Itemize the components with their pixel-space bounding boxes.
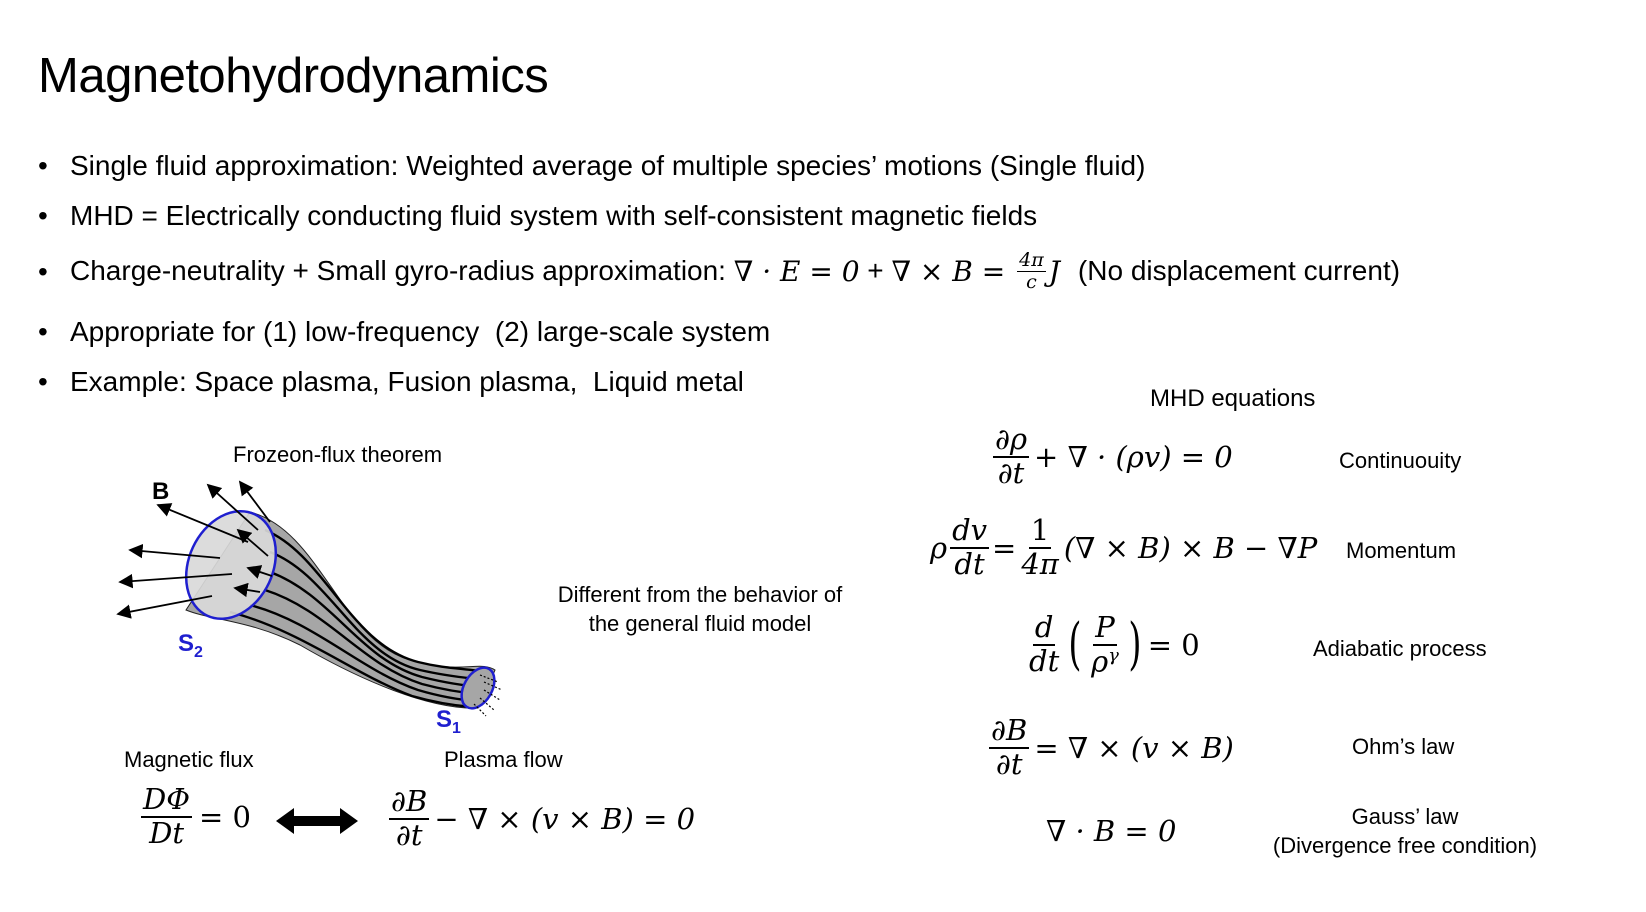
gamma-exponent: γ xyxy=(1108,644,1119,666)
fraction-denominator: dt xyxy=(1029,644,1060,679)
bullet-dot: • xyxy=(38,150,48,181)
field-derivative-fraction: ∂B ∂t xyxy=(989,713,1030,781)
velocity-derivative-fraction: dv dt xyxy=(950,513,990,581)
fraction-denominator: c xyxy=(1026,270,1037,293)
plasma-flow-label: Plasma flow xyxy=(444,747,563,772)
surface-s2-label: S2 xyxy=(178,630,203,662)
bullet-text: Example: Space plasma, Fusion plasma, Li… xyxy=(70,366,744,397)
slide-title: Magnetohydrodynamics xyxy=(38,49,549,103)
fraction-denominator: ∂t xyxy=(395,817,423,852)
bullet-dot: • xyxy=(38,366,48,397)
fraction-denominator: Dt xyxy=(149,815,184,850)
surface-s2-ellipse xyxy=(184,509,278,621)
fraction-numerator: P xyxy=(1093,610,1117,646)
momentum-label: Momentum xyxy=(1346,538,1457,563)
equation-rhs: ∇ · B = 0 xyxy=(1046,814,1177,848)
gauss-law-name: Gauss’ law xyxy=(1351,804,1459,829)
plus-sign: + xyxy=(859,255,892,287)
field-lines xyxy=(229,528,489,709)
bullet-text: MHD = Electrically conducting fluid syst… xyxy=(70,200,1038,231)
figure-caption: Frozeon-flux theorem xyxy=(233,442,443,467)
fraction-numerator: ∂B xyxy=(389,784,430,820)
left-parenthesis: ( xyxy=(1068,612,1082,678)
flux-derivative-fraction: DΦ Dt xyxy=(141,782,193,850)
equals-sign: = xyxy=(992,530,1017,565)
bullet-dot: • xyxy=(38,256,48,287)
fraction-denominator: dt xyxy=(954,546,985,581)
current-symbol: J xyxy=(1048,254,1060,288)
s1-subscript: 1 xyxy=(452,719,461,737)
momentum-equation: ρ dv dt = 1 4π (∇ × B) × B − ∇P xyxy=(930,513,1318,581)
fraction-denominator: ∂t xyxy=(997,455,1025,490)
surface-s1-ellipse xyxy=(460,666,496,710)
bullet-text: Appropriate for (1) low-frequency (2) la… xyxy=(70,316,771,347)
pressure-density-fraction: P ργ xyxy=(1089,610,1121,679)
s2-subscript: 2 xyxy=(194,643,203,661)
equation-rhs: = 0 xyxy=(199,799,251,834)
bullet-dot: • xyxy=(38,316,48,347)
density-symbol: ρ xyxy=(930,530,948,565)
bullet-text: Single fluid approximation: Weighted ave… xyxy=(70,150,1146,181)
induction-equation: ∂B ∂t − ∇ × (v × B) = 0 xyxy=(386,784,696,852)
equation-rhs: = 0 xyxy=(1147,628,1200,663)
density-symbol: ρ xyxy=(1091,644,1109,679)
gauss-law-label: Gauss’ law (Divergence free condition) xyxy=(1262,802,1548,860)
ampere-equation: ∇ × B = xyxy=(891,254,1015,288)
adiabatic-label: Adiabatic process xyxy=(1313,636,1487,661)
fraction-numerator: d xyxy=(1032,610,1056,647)
s1-letter: S xyxy=(436,706,453,733)
note-line-1: Different from the behavior of xyxy=(557,582,843,607)
fluid-comparison-note: Different from the behavior of the gener… xyxy=(540,580,860,638)
continuity-label: Continuouity xyxy=(1339,448,1462,473)
note-line-2: the general fluid model xyxy=(588,611,812,636)
gauss-law-description: (Divergence free condition) xyxy=(1272,833,1538,858)
fraction-numerator: ∂ρ xyxy=(993,422,1030,458)
field-arrows xyxy=(116,480,273,619)
s1-field-arrows xyxy=(473,674,503,717)
continuity-equation: ∂ρ ∂t + ∇ · (ρv) = 0 xyxy=(990,422,1233,490)
four-pi-over-c-fraction: 4π c xyxy=(1017,250,1046,293)
bullet-dot: • xyxy=(38,200,48,231)
equation-rhs: + ∇ · (ρv) = 0 xyxy=(1034,439,1233,474)
gauss-law-equation: ∇ · B = 0 xyxy=(1046,814,1176,848)
equation-rhs: (∇ × B) × B − ∇P xyxy=(1063,530,1318,565)
flux-conservation-equation: DΦ Dt = 0 xyxy=(138,782,251,850)
fraction-numerator: DΦ xyxy=(141,782,193,818)
magnetic-flux-label: Magnetic flux xyxy=(124,747,254,772)
flux-tube-figure xyxy=(116,480,503,717)
fraction-numerator: dv xyxy=(950,513,990,549)
fraction-numerator: 4π xyxy=(1017,249,1046,272)
adiabatic-equation: d dt ( P ργ ) = 0 xyxy=(1024,610,1200,679)
equation-rhs: − ∇ × (v × B) = 0 xyxy=(434,801,696,836)
fraction-denominator: ργ xyxy=(1089,644,1121,679)
ohms-law-label: Ohm’s law xyxy=(1352,734,1455,759)
s2-letter: S xyxy=(178,630,195,657)
bullet-suffix: (No displacement current) xyxy=(1077,255,1401,287)
fraction-numerator: ∂B xyxy=(989,713,1030,749)
density-derivative-fraction: ∂ρ ∂t xyxy=(993,422,1030,490)
one-over-four-pi-fraction: 1 4π xyxy=(1019,513,1061,581)
double-arrow-icon xyxy=(276,808,358,834)
ohms-law-equation: ∂B ∂t = ∇ × (v × B) xyxy=(986,713,1234,781)
time-derivative-fraction: ∂B ∂t xyxy=(389,784,430,852)
fraction-denominator: ∂t xyxy=(995,746,1023,781)
bullet-prefix: Charge-neutrality + Small gyro-radius ap… xyxy=(70,255,734,287)
divergence-e-equation: ∇ · E = 0 xyxy=(733,254,860,288)
fraction-numerator: 1 xyxy=(1028,513,1052,549)
fraction-denominator: 4π xyxy=(1021,546,1059,581)
equation-rhs: = ∇ × (v × B) xyxy=(1034,730,1234,765)
bullet-text: Charge-neutrality + Small gyro-radius ap… xyxy=(70,250,1400,293)
right-parenthesis: ) xyxy=(1128,612,1142,678)
surface-s1-label: S1 xyxy=(436,706,461,738)
total-derivative-fraction: d dt xyxy=(1027,610,1061,679)
mhd-equations-heading: MHD equations xyxy=(1150,385,1316,412)
field-b-label: B xyxy=(152,478,170,505)
